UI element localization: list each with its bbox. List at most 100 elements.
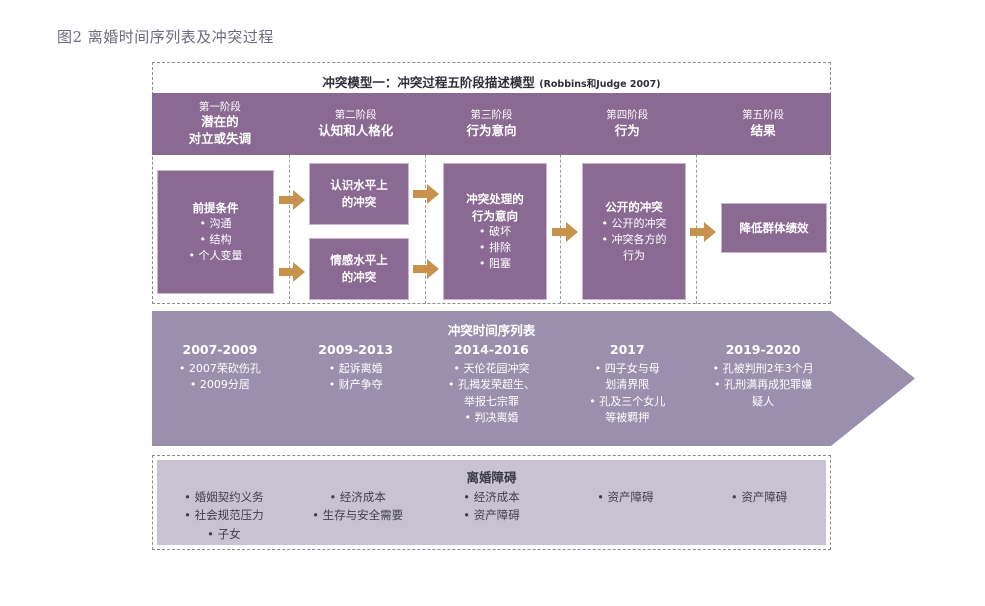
- stage-number: 第一阶段: [198, 100, 241, 113]
- timeline-event-list: 天伦花园冲突 孔揭发荣超生、 举报七宗罪 判决离婚: [424, 361, 560, 427]
- timeline-title: 冲突时间序列表: [447, 323, 536, 338]
- list-item: 公开的冲突: [583, 216, 685, 232]
- list-item: 2009分居: [152, 377, 288, 394]
- barrier-list: 资产障碍: [558, 488, 692, 506]
- right-arrow-icon: [279, 190, 305, 210]
- node-behavior-intention: 冲突处理的 行为意向 破坏 排除 阻塞: [443, 163, 547, 300]
- node-item-list: 沟通 结构 个人变量: [158, 216, 273, 264]
- timeline-event-list: 孔被判刑2年3个月 孔刑满再成犯罪嫌 疑人: [695, 361, 831, 411]
- list-item: 起诉离婚: [288, 361, 424, 378]
- list-item: 判决离婚: [424, 410, 560, 427]
- list-item: 经济成本: [425, 488, 559, 506]
- right-arrow-icon: [279, 262, 305, 282]
- node-heading: 降低群体绩效: [739, 220, 809, 235]
- timeline-event-list: 2007荣砍伤孔 2009分居: [152, 361, 288, 394]
- barriers-title: 离婚障碍: [466, 470, 517, 485]
- node-heading: 情感水平上 的冲突: [330, 253, 388, 284]
- timeline-column-2019-2020: 2019-2020 孔被判刑2年3个月 孔刑满再成犯罪嫌 疑人: [695, 341, 831, 446]
- node-heading: 认识水平上 的冲突: [330, 178, 388, 209]
- stage-number: 第五阶段: [742, 108, 785, 121]
- node-heading: 前提条件: [192, 200, 239, 215]
- list-item: 财产争夺: [288, 377, 424, 394]
- stage-title: 行为: [614, 122, 640, 138]
- stage-header-2: 第二阶段 认知和人格化: [287, 93, 424, 155]
- stage-title: 潜在的 对立或失调: [188, 114, 252, 146]
- node-reduced-group-performance: 降低群体绩效: [721, 203, 827, 253]
- timeline-year: 2007-2009: [182, 342, 258, 357]
- barriers-column-2: 经济成本 生存与安全需要: [291, 488, 425, 543]
- timeline-year: 2017: [609, 342, 645, 357]
- conflict-timeline: 冲突时间序列表 2007-2009 2007荣砍伤孔 2009分居 2009-2…: [152, 311, 915, 446]
- model-caption: 冲突模型一：冲突过程五阶段描述模型 (Robbins和Judge 2007): [153, 72, 830, 91]
- barrier-list: 经济成本 资产障碍: [425, 488, 559, 525]
- list-item: 资产障碍: [425, 506, 559, 524]
- model-caption-text: 冲突模型一：冲突过程五阶段描述模型: [322, 75, 535, 90]
- barriers-column-4: 资产障碍: [558, 488, 692, 543]
- right-arrow-icon: [552, 222, 578, 242]
- list-item: 生存与安全需要: [291, 506, 425, 524]
- list-item: 社会规范压力: [157, 506, 291, 524]
- timeline-column-2007-2009: 2007-2009 2007荣砍伤孔 2009分居: [152, 341, 288, 446]
- node-item-list: 破坏 排除 阻塞: [444, 224, 546, 272]
- list-item: 天伦花园冲突: [424, 361, 560, 378]
- list-item: 四子女与母 划清界限: [559, 361, 695, 394]
- list-item: 2007荣砍伤孔: [152, 361, 288, 378]
- model-citation: (Robbins和Judge 2007): [539, 79, 661, 90]
- list-item: 排除: [444, 240, 546, 256]
- stage-title: 结果: [750, 122, 776, 138]
- divorce-barriers-container: 离婚障碍 婚姻契约义务 社会规范压力 子女 经济成本 生存与安全需要 经济成本 …: [152, 455, 831, 550]
- list-item: 沟通: [158, 216, 273, 232]
- timeline-event-list: 起诉离婚 财产争夺: [288, 361, 424, 394]
- list-item: 资产障碍: [692, 488, 826, 506]
- column-separator: [696, 94, 698, 304]
- list-item: 冲突各方的 行为: [583, 232, 685, 264]
- stage-header-4: 第四阶段 行为: [559, 93, 696, 155]
- right-arrow-icon: [690, 222, 716, 242]
- node-affective-conflict: 情感水平上 的冲突: [309, 238, 409, 300]
- list-item: 资产障碍: [558, 488, 692, 506]
- column-separator: [424, 94, 426, 304]
- node-antecedent-conditions: 前提条件 沟通 结构 个人变量: [157, 170, 274, 294]
- barrier-list: 婚姻契约义务 社会规范压力 子女: [157, 488, 291, 543]
- stage-title: 行为意向: [466, 122, 517, 138]
- stage-header-3: 第三阶段 行为意向: [423, 93, 560, 155]
- list-item: 婚姻契约义务: [157, 488, 291, 506]
- list-item: 破坏: [444, 224, 546, 240]
- barriers-column-5: 资产障碍: [692, 488, 826, 543]
- stage-header-band: 第一阶段 潜在的 对立或失调 第二阶段 认知和人格化 第三阶段 行为意向 第四阶…: [152, 93, 831, 155]
- divorce-barriers-panel: 离婚障碍 婚姻契约义务 社会规范压力 子女 经济成本 生存与安全需要 经济成本 …: [157, 460, 826, 545]
- list-item: 结构: [158, 232, 273, 248]
- stage-number: 第四阶段: [606, 108, 649, 121]
- barrier-list: 资产障碍: [692, 488, 826, 506]
- list-item: 孔及三个女儿 等被羁押: [559, 394, 695, 427]
- barriers-columns: 婚姻契约义务 社会规范压力 子女 经济成本 生存与安全需要 经济成本 资产障碍: [157, 488, 826, 543]
- conflict-flow-row: 前提条件 沟通 结构 个人变量 认识水平上 的冲突 情感水平上 的冲突 冲突处理…: [152, 158, 831, 301]
- timeline-year: 2014-2016: [454, 342, 529, 357]
- timeline-columns: 2007-2009 2007荣砍伤孔 2009分居 2009-2013 起诉离婚…: [152, 341, 831, 446]
- timeline-year: 2019-2020: [725, 342, 801, 357]
- column-separator: [560, 94, 562, 304]
- list-item: 孔揭发荣超生、 举报七宗罪: [424, 377, 560, 410]
- timeline-event-list: 四子女与母 划清界限 孔及三个女儿 等被羁押: [559, 361, 695, 427]
- list-item: 子女: [157, 525, 291, 543]
- timeline-column-2014-2016: 2014-2016 天伦花园冲突 孔揭发荣超生、 举报七宗罪 判决离婚: [424, 341, 560, 446]
- list-item: 阻塞: [444, 256, 546, 272]
- node-heading: 冲突处理的 行为意向: [466, 191, 524, 223]
- stage-header-1: 第一阶段 潜在的 对立或失调: [152, 93, 288, 155]
- stage-title: 认知和人格化: [318, 122, 394, 138]
- list-item: 孔被判刑2年3个月: [695, 361, 831, 378]
- list-item: 经济成本: [291, 488, 425, 506]
- list-item: 孔刑满再成犯罪嫌 疑人: [695, 377, 831, 410]
- stage-number: 第三阶段: [470, 108, 513, 121]
- node-heading: 公开的冲突: [605, 200, 663, 215]
- right-arrow-icon: [413, 259, 439, 279]
- timeline-year: 2009-2013: [318, 342, 394, 357]
- stage-header-5: 第五阶段 结果: [695, 93, 831, 155]
- right-arrow-icon: [413, 184, 439, 204]
- node-open-conflict: 公开的冲突 公开的冲突 冲突各方的 行为: [582, 163, 686, 300]
- barrier-list: 经济成本 生存与安全需要: [291, 488, 425, 525]
- timeline-column-2009-2013: 2009-2013 起诉离婚 财产争夺: [288, 341, 424, 446]
- barriers-column-3: 经济成本 资产障碍: [425, 488, 559, 543]
- stage-number: 第二阶段: [334, 108, 377, 121]
- node-cognitive-conflict: 认识水平上 的冲突: [309, 163, 409, 225]
